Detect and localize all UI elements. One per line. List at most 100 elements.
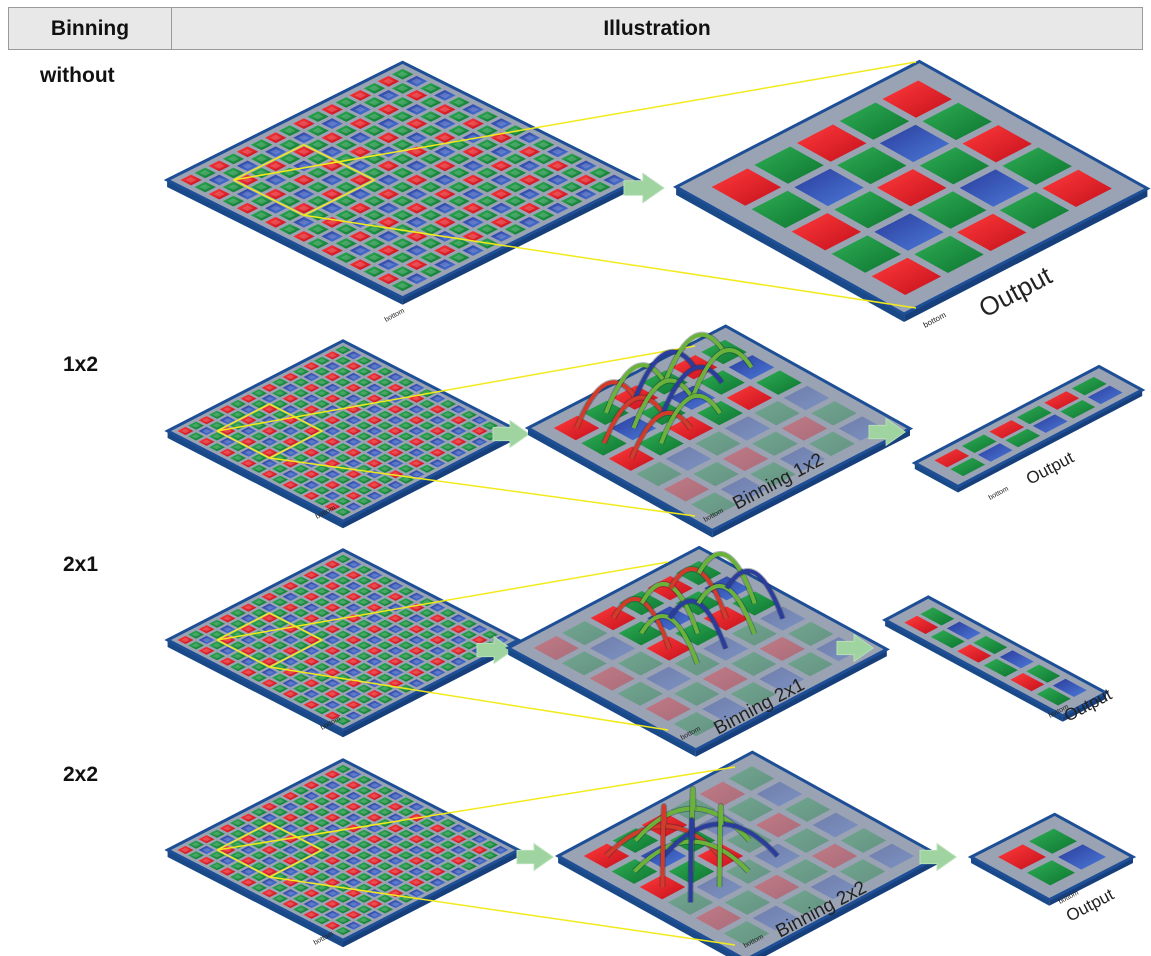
pixel-G: [356, 851, 372, 860]
pixel-B: [321, 174, 343, 186]
pixel-G: [440, 641, 456, 650]
pixel-G: [293, 862, 309, 871]
pixel-B: [261, 437, 278, 446]
pixel-B: [387, 459, 404, 468]
pixel-R: [406, 259, 428, 270]
pixel-B: [377, 259, 400, 270]
pixel-R: [462, 231, 484, 242]
pixel-G: [461, 421, 477, 430]
pixel-G: [335, 224, 357, 235]
pixel-G: [356, 641, 372, 650]
pixel-G: [961, 434, 997, 453]
pixel-R: [349, 231, 371, 242]
pixel-B: [236, 188, 259, 200]
pixel-R: [324, 689, 341, 699]
pixel-B: [406, 132, 428, 144]
pixel-G: [230, 652, 246, 661]
pixel-G: [230, 453, 246, 463]
pixel-G: [293, 576, 309, 585]
pixel-G: [307, 153, 329, 165]
pixel-G: [356, 829, 372, 838]
pixel-G: [440, 652, 456, 661]
pixel-G: [272, 399, 288, 409]
pixel-R: [450, 416, 467, 425]
pixel-B: [646, 666, 692, 691]
pixel-G: [391, 167, 414, 179]
pixel-G: [335, 797, 351, 806]
pixel-B: [366, 491, 383, 500]
pixel-B: [219, 625, 236, 634]
pixel-G: [783, 828, 830, 853]
pixel-B: [812, 812, 859, 838]
pixel-G: [209, 862, 225, 871]
pixel-G: [636, 461, 682, 487]
pixel-G: [356, 464, 372, 473]
pixel-R: [434, 216, 456, 228]
pixel-R: [408, 416, 425, 425]
pixel-G: [440, 608, 456, 618]
pixel-G: [335, 111, 357, 122]
pixel-G: [532, 209, 555, 221]
pixel-R: [518, 174, 541, 186]
pixel-G: [750, 462, 796, 487]
pixel-R: [198, 646, 215, 655]
pixel-G: [377, 443, 393, 452]
pixel-R: [406, 146, 428, 158]
pixel-G: [314, 916, 330, 925]
pixel-G: [194, 181, 216, 193]
pixel-B: [406, 160, 428, 172]
pixel-G: [561, 153, 583, 165]
pixel-G: [194, 167, 216, 179]
pixel-B: [345, 856, 362, 865]
pixel-G: [377, 662, 393, 672]
binned-1x2: [524, 324, 914, 538]
pixel-G: [272, 410, 288, 419]
pixel-G: [293, 851, 309, 860]
pixel-B: [324, 781, 341, 790]
pixel-G: [314, 630, 330, 639]
pixel-B: [406, 75, 428, 87]
pixel-B: [783, 385, 830, 411]
pixel-G: [377, 840, 393, 849]
pixel-R: [345, 867, 362, 876]
pixel-G: [377, 464, 393, 473]
pixel-G: [914, 235, 984, 273]
pixel-G: [314, 684, 330, 693]
pixel-G: [377, 905, 393, 914]
pixel-R: [282, 372, 299, 382]
pixel-R: [998, 844, 1046, 870]
pixel-R: [303, 889, 320, 898]
pixel-B: [387, 668, 404, 677]
pixel-B: [240, 635, 257, 645]
pixel-G: [188, 421, 204, 430]
pixel-B: [366, 781, 383, 790]
pixel-G: [398, 883, 414, 892]
pixel-G: [314, 695, 330, 704]
pixel-G: [561, 195, 583, 207]
pixel-G: [419, 673, 435, 682]
pixel-G: [230, 432, 246, 441]
pixel-G: [461, 410, 477, 419]
pixel-G: [356, 652, 372, 661]
pixel-G: [335, 916, 351, 925]
pixel-B: [240, 448, 257, 457]
pixel-B: [462, 104, 484, 115]
pixel-R: [261, 824, 278, 833]
pixel-R: [408, 835, 425, 844]
pixel-G: [391, 181, 414, 193]
pixel-G: [377, 475, 393, 484]
process-arrow: [919, 842, 957, 872]
pixel-B: [1058, 844, 1106, 870]
pixel-G: [314, 872, 330, 882]
pixel-G: [581, 431, 627, 456]
pixel-G: [440, 818, 456, 828]
pixel-G: [674, 681, 720, 706]
pixel-B: [282, 845, 299, 855]
pixel-G: [377, 410, 393, 419]
pixel-G: [377, 652, 393, 661]
pixel-B: [471, 856, 488, 865]
pixel-G: [293, 630, 309, 639]
pixel-R: [303, 657, 320, 666]
pixel-G: [335, 608, 351, 618]
pixel-B: [408, 405, 425, 414]
